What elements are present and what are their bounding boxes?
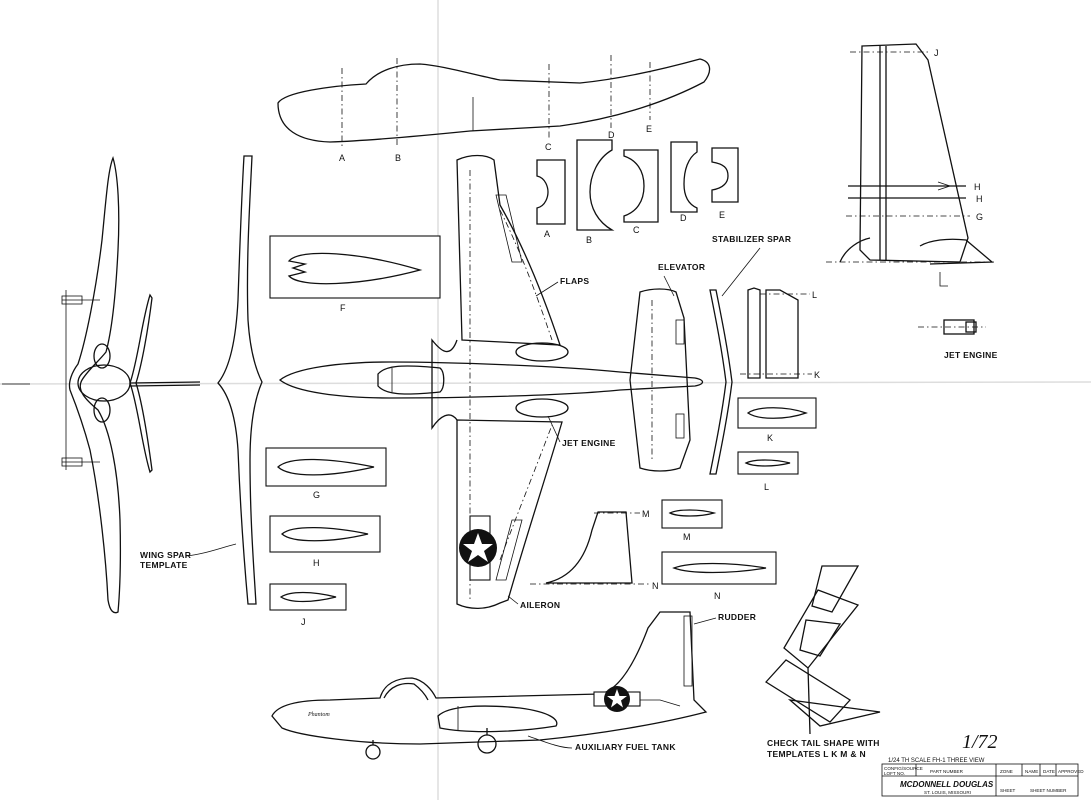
station-label-l: L <box>812 290 817 300</box>
elevator-label: ELEVATOR <box>658 262 705 272</box>
airfoil-template-j <box>269 583 347 611</box>
title-block-location: ST. LOUIS, MISSOURI <box>924 790 971 795</box>
rudder-label: RUDDER <box>718 612 756 622</box>
title-block-approved: APPROVED <box>1058 769 1084 774</box>
airfoil-template-k <box>737 397 817 429</box>
airfoil-label-k: K <box>767 433 773 443</box>
section-label-b: B <box>586 235 592 245</box>
airfoil-template-m <box>661 499 723 529</box>
section-label-a: A <box>544 229 550 239</box>
airfoil-template-h <box>269 515 381 553</box>
airfoil-label-m: M <box>683 532 691 542</box>
airfoil-label-n: N <box>714 591 721 601</box>
station-label-j: J <box>934 48 939 58</box>
title-block-sheet-number: SHEET NUMBER <box>1030 788 1067 793</box>
station-label-h2: H <box>976 194 983 204</box>
title-block-date: DATE <box>1043 769 1055 774</box>
tail-isometric-check <box>764 565 881 735</box>
vertical-tail-elevation <box>826 43 996 287</box>
front-view <box>61 156 201 614</box>
stabilizer-spar <box>709 289 733 475</box>
title-block-zone: ZONE <box>1000 769 1013 774</box>
airfoil-label-f: F <box>340 303 346 313</box>
airfoil-template-g <box>265 447 387 487</box>
station-label-g: G <box>976 212 983 222</box>
scale-note: 1/24 TH SCALE FH-1 THREE VIEW <box>888 758 985 764</box>
fuselage-profile-template <box>277 55 711 148</box>
cross-section-templates <box>536 139 739 231</box>
title-block-config: CONFIG/SOURCE <box>884 766 923 771</box>
jet-engine-detail-label: JET ENGINE <box>944 350 998 360</box>
aileron-label: AILERON <box>520 600 560 610</box>
airfoil-template-f <box>269 235 441 299</box>
station-label-k: K <box>814 370 820 380</box>
wing-spar-label-1: WING SPAR <box>140 550 191 560</box>
side-view <box>271 611 708 760</box>
airfoil-template-l <box>737 451 799 475</box>
flaps-label: FLAPS <box>560 276 589 286</box>
scale-handwritten: 1/72 <box>962 731 998 753</box>
title-block <box>881 763 1079 797</box>
station-label-d: D <box>608 130 615 140</box>
title-block-part-number: PART NUMBER <box>930 769 964 774</box>
jet-engine-label: JET ENGINE <box>562 438 616 448</box>
title-block-company: MCDONNELL DOUGLAS <box>900 780 994 789</box>
station-label-e: E <box>646 124 652 134</box>
title-block-name: NAME <box>1025 769 1038 774</box>
leader-line <box>185 543 237 557</box>
aircraft-name-marking: Phantom <box>307 712 330 718</box>
plan-view <box>278 154 704 610</box>
stabilizer-planform-template <box>740 287 812 379</box>
section-label-e: E <box>719 210 725 220</box>
section-label-c: C <box>633 225 640 235</box>
stabilizer-spar-label: STABILIZER SPAR <box>712 234 791 244</box>
title-block-loft: LOFT NO. <box>884 771 905 776</box>
station-label-c: C <box>545 142 552 152</box>
check-tail-label-2: TEMPLATES L K M & N <box>767 749 866 759</box>
jet-engine-detail <box>918 319 986 335</box>
horizontal-stabilizer-plan <box>629 288 691 472</box>
check-tail-label-1: CHECK TAIL SHAPE WITH <box>767 738 880 748</box>
airfoil-label-g: G <box>313 490 320 500</box>
airfoil-label-h: H <box>313 558 320 568</box>
centerline-crease <box>0 381 1091 385</box>
section-label-d: D <box>680 213 687 223</box>
airfoil-label-l: L <box>764 482 769 492</box>
station-label-b: B <box>395 153 401 163</box>
wing-spar-label-2: TEMPLATE <box>140 560 188 570</box>
wing-spar-template <box>217 155 263 605</box>
station-label-m: M <box>642 509 650 519</box>
station-label-h1: H <box>974 182 981 192</box>
station-label-n: N <box>652 581 659 591</box>
airfoil-label-j: J <box>301 617 306 627</box>
fin-template <box>530 511 650 585</box>
station-label-a: A <box>339 153 345 163</box>
title-block-sheet: SHEET <box>1000 788 1016 793</box>
aux-fuel-tank-label: AUXILIARY FUEL TANK <box>575 742 676 752</box>
airfoil-template-n <box>661 551 777 585</box>
